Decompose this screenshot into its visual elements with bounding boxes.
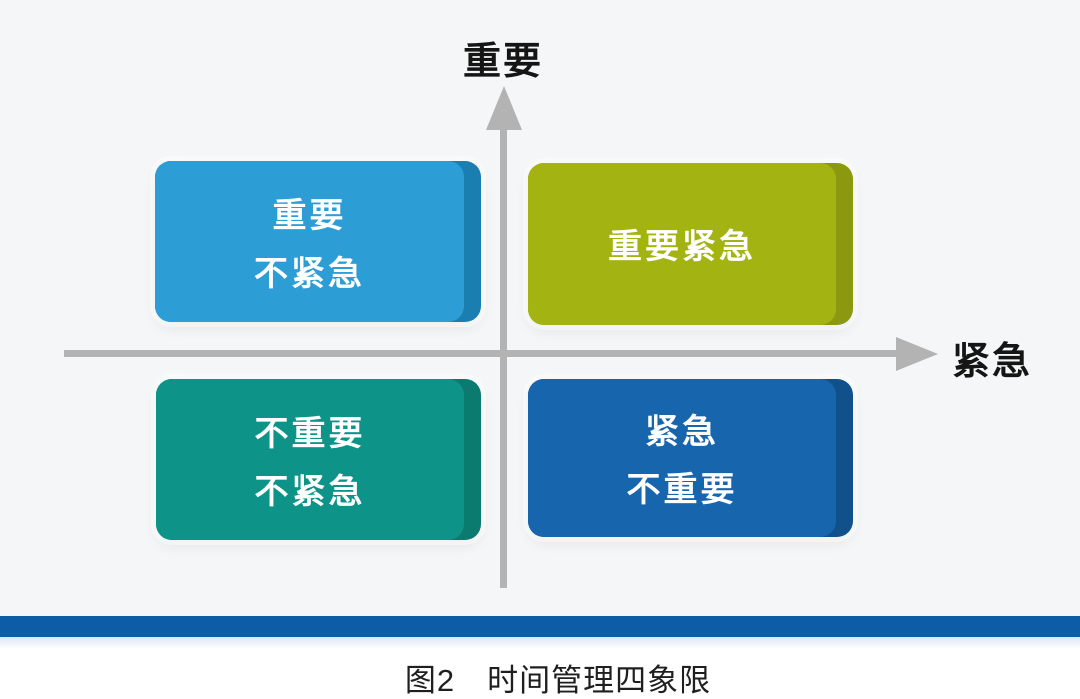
- quadrant-card-face: 紧急 不重要: [528, 379, 836, 537]
- quadrant-label-line: 不重要: [254, 414, 366, 453]
- quadrant-card-not-important-not-urgent: 不重要 不紧急: [156, 379, 481, 540]
- quadrant-card-face: 不重要 不紧急: [156, 379, 464, 540]
- quadrant-card-face: 重要 不紧急: [155, 161, 464, 322]
- quadrant-label-line: 不紧急: [254, 254, 365, 293]
- quadrant-label-line: 不紧急: [254, 472, 366, 511]
- x-axis-line: [64, 350, 900, 357]
- bottom-divider-bar: [0, 616, 1080, 637]
- quadrant-label-line: 不重要: [626, 471, 738, 509]
- figure-caption: 图2 时间管理四象限: [404, 663, 712, 698]
- quadrant-card-face: 重要紧急: [528, 163, 836, 325]
- x-axis-arrowhead-icon: [896, 337, 938, 371]
- y-axis-label: 重要: [462, 41, 543, 83]
- quadrant-card-important-urgent: 重要紧急: [528, 163, 853, 325]
- quadrant-label-line: 重要: [272, 196, 347, 235]
- quadrant-card-important-not-urgent: 重要 不紧急: [155, 161, 481, 322]
- footer-area: 图2 时间管理四象限: [0, 637, 1080, 699]
- quadrant-label-line: 重要紧急: [608, 228, 756, 266]
- quadrant-label-line: 紧急: [645, 413, 719, 451]
- x-axis-label: 紧急: [952, 341, 1033, 383]
- quadrant-card-urgent-not-important: 紧急 不重要: [528, 379, 853, 537]
